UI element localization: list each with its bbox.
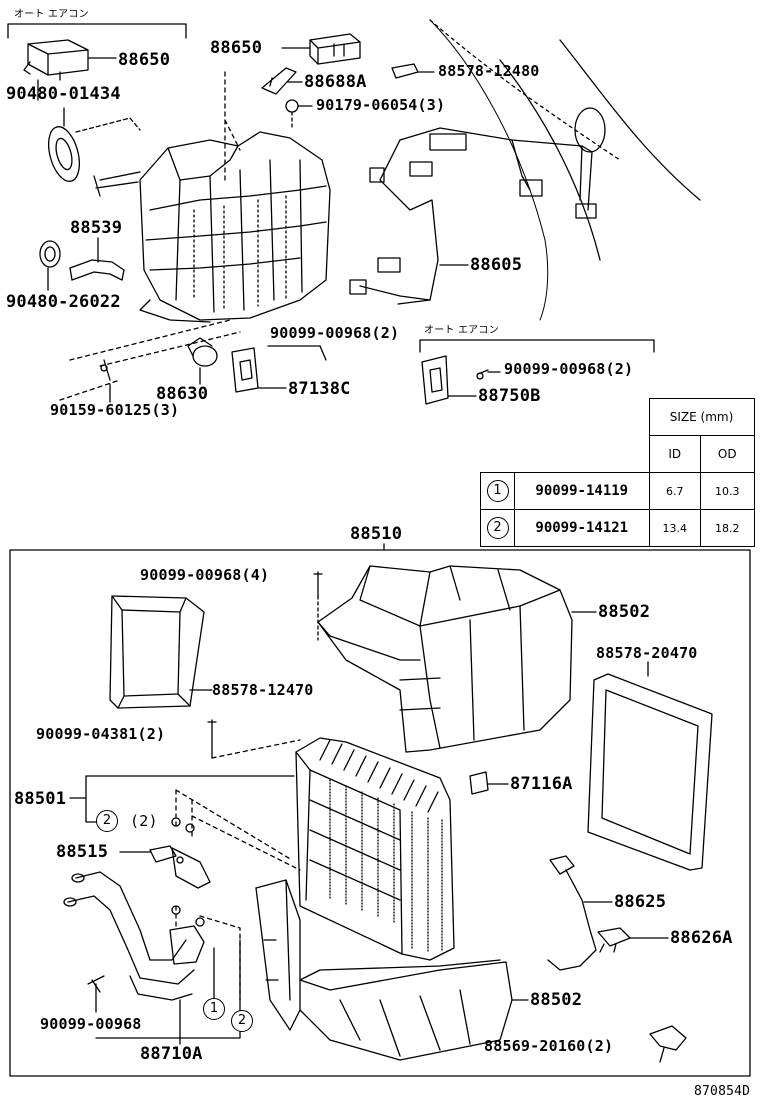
harness-88605-drawing xyxy=(349,127,597,305)
label-88605: 88605 xyxy=(470,255,523,275)
label-90099-00968-2a: 90099-00968(2) xyxy=(270,324,400,342)
callout-2-a: 2 xyxy=(96,810,118,832)
size-table: SIZE (mm) ID OD 1 90099-14119 6.7 10.3 2… xyxy=(480,398,755,547)
auto-ac-bracket-top xyxy=(7,23,187,39)
note-auto-ac-top: オート エアコン xyxy=(14,9,89,20)
label-90099-00968-4: 90099-00968(4) xyxy=(140,566,270,584)
gasket-88578-20470-drawing xyxy=(587,661,713,871)
servo-88750B-drawing xyxy=(421,355,501,405)
size-row-id: 13.4 xyxy=(648,509,701,547)
size-row-od: 18.2 xyxy=(699,509,755,547)
label-90480-01434: 90480-01434 xyxy=(6,84,121,104)
screw-04381-drawing xyxy=(207,719,301,759)
relay-88650b-drawing xyxy=(281,33,361,65)
hose-88539-drawing xyxy=(69,237,125,281)
label-88502b: 88502 xyxy=(530,990,583,1010)
note-auto-ac-mid: オート エアコン xyxy=(424,325,499,336)
figure-code: 870854D xyxy=(694,1084,751,1099)
actuator-87138C-drawing xyxy=(231,347,287,393)
label-90099-00968: 90099-00968 xyxy=(40,1015,142,1033)
label-88625: 88625 xyxy=(614,892,667,912)
clip-88626A-drawing xyxy=(597,927,669,953)
callout-2-b: 2 xyxy=(231,1010,253,1032)
label-88710A: 88710A xyxy=(140,1044,203,1064)
label-90179-06054: 90179-06054(3) xyxy=(316,96,446,114)
size-row-mark: 1 xyxy=(486,480,509,502)
callout-1: 1 xyxy=(203,998,225,1020)
screw-lower-drawing xyxy=(87,975,105,1013)
nut-90179-drawing xyxy=(285,99,313,131)
sensor-88625-drawing xyxy=(547,855,613,971)
clip-88569-drawing xyxy=(649,1025,687,1063)
grommet-drawing xyxy=(48,107,80,182)
size-col-od: OD xyxy=(699,435,755,473)
bracket-88501 xyxy=(69,775,295,823)
label-88750B: 88750B xyxy=(478,386,541,406)
label-paren-2: (2) xyxy=(130,812,158,830)
sensor-88630-drawing xyxy=(187,337,218,385)
label-87138C: 87138C xyxy=(288,379,351,399)
size-header: SIZE (mm) xyxy=(648,398,755,436)
gasket-88578-12470-drawing xyxy=(109,595,213,709)
grommet-small-drawing xyxy=(39,240,61,291)
label-88502a: 88502 xyxy=(598,602,651,622)
label-90099-04381: 90099-04381(2) xyxy=(36,725,166,743)
label-88501: 88501 xyxy=(14,789,67,809)
label-90159-60125: 90159-60125(3) xyxy=(50,401,180,419)
size-col-id: ID xyxy=(648,435,701,473)
label-88569-20160: 88569-20160(2) xyxy=(484,1037,614,1055)
bracket-88688A-drawing xyxy=(261,67,303,95)
heater-unit-upper-drawing xyxy=(93,131,331,323)
size-row-part: 90099-14119 xyxy=(514,472,650,510)
label-88539: 88539 xyxy=(70,218,123,238)
evaporator-88501-drawing xyxy=(295,737,455,961)
label-88688A: 88688A xyxy=(304,72,367,92)
pipe-88710A-drawing xyxy=(63,871,241,1011)
assembly-88510-frame xyxy=(9,549,751,1077)
label-90480-26022: 90480-26022 xyxy=(6,292,121,312)
size-row-od: 10.3 xyxy=(699,472,755,510)
connector-88578-12480-drawing xyxy=(391,63,435,79)
label-88515: 88515 xyxy=(56,842,109,862)
label-88578-12470: 88578-12470 xyxy=(212,681,314,699)
size-row: 2 90099-14121 13.4 18.2 xyxy=(480,509,755,547)
size-row-mark: 2 xyxy=(486,517,509,539)
label-88650: 88650 xyxy=(118,50,171,70)
size-row-id: 6.7 xyxy=(648,472,701,510)
label-88626A: 88626A xyxy=(670,928,733,948)
label-88650b: 88650 xyxy=(210,38,263,58)
size-row-part: 90099-14121 xyxy=(514,509,650,547)
size-row: 1 90099-14119 6.7 10.3 xyxy=(480,472,755,510)
case-upper-88502-drawing xyxy=(317,565,597,753)
label-87116A: 87116A xyxy=(510,774,573,794)
expansion-valve-88515-drawing xyxy=(119,845,211,889)
screw-upper-drawing xyxy=(313,571,323,641)
label-88578-12480: 88578-12480 xyxy=(438,62,540,80)
clip-87116A-drawing xyxy=(469,771,509,795)
auto-ac-bracket-mid xyxy=(419,339,655,353)
case-lower-88502-drawing xyxy=(255,879,529,1061)
label-88630: 88630 xyxy=(156,384,209,404)
label-90099-00968-2b: 90099-00968(2) xyxy=(504,360,634,378)
amplifier-88650-drawing xyxy=(23,39,117,81)
label-88578-20470: 88578-20470 xyxy=(596,644,698,662)
label-88510: 88510 xyxy=(350,524,403,544)
